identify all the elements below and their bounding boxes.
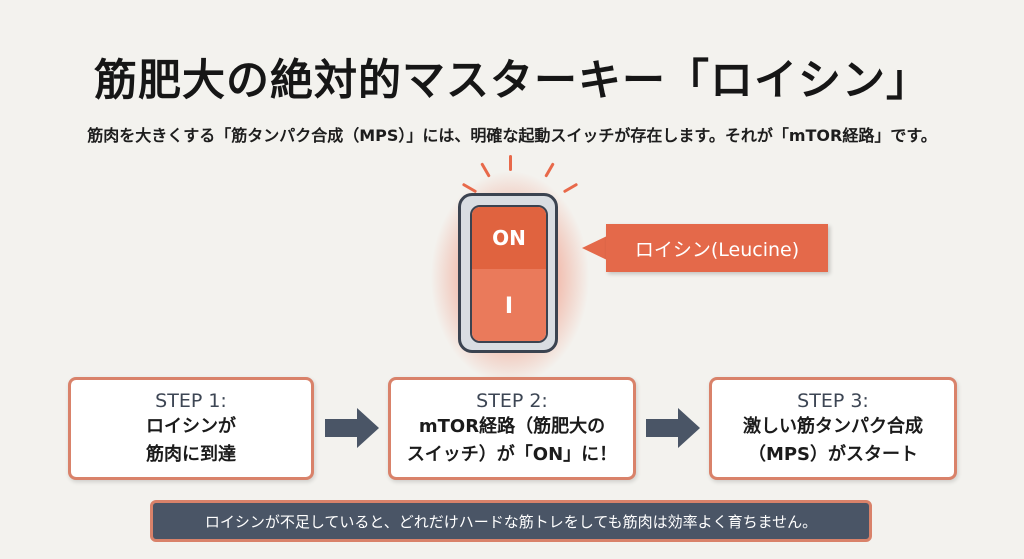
step-label: STEP 3: [797, 390, 869, 412]
arrow-right-icon [646, 408, 700, 448]
step-2-box: STEP 2: mTOR経路（筋肥大の スイッチ）が「ON」に！ [388, 377, 636, 480]
power-switch-icon: ON I [470, 205, 548, 343]
arrow-right-icon [325, 408, 379, 448]
step-1-box: STEP 1: ロイシンが 筋肉に到達 [68, 377, 314, 480]
switch-on-label: ON [472, 207, 546, 269]
step-text: ロイシンが [146, 416, 236, 437]
leucine-callout: ロイシン(Leucine) [606, 224, 828, 272]
glow-ray [509, 155, 512, 171]
callout-pointer [582, 236, 607, 260]
step-text: 筋肉に到達 [146, 444, 236, 465]
step-3-box: STEP 3: 激しい筋タンパク合成 （MPS）がスタート [709, 377, 957, 480]
switch-off-label: I [472, 269, 546, 341]
step-text: 激しい筋タンパク合成 [743, 416, 923, 437]
step-text: mTOR経路（筋肥大の [418, 416, 606, 437]
step-label: STEP 1: [155, 390, 227, 412]
step-label: STEP 2: [476, 390, 548, 412]
subtitle: 筋肉を大きくする「筋タンパク合成（MPS）」には、明確な起動スイッチが存在します… [87, 126, 937, 145]
warning-note: ロイシンが不足していると、どれだけハードな筋トレをしても筋肉は効率よく育ちません… [150, 500, 872, 542]
page-title: 筋肥大の絶対的マスターキー「ロイシン」 [94, 56, 930, 106]
step-text: （MPS）がスタート [747, 444, 919, 465]
step-text: スイッチ）が「ON」に！ [406, 444, 618, 465]
